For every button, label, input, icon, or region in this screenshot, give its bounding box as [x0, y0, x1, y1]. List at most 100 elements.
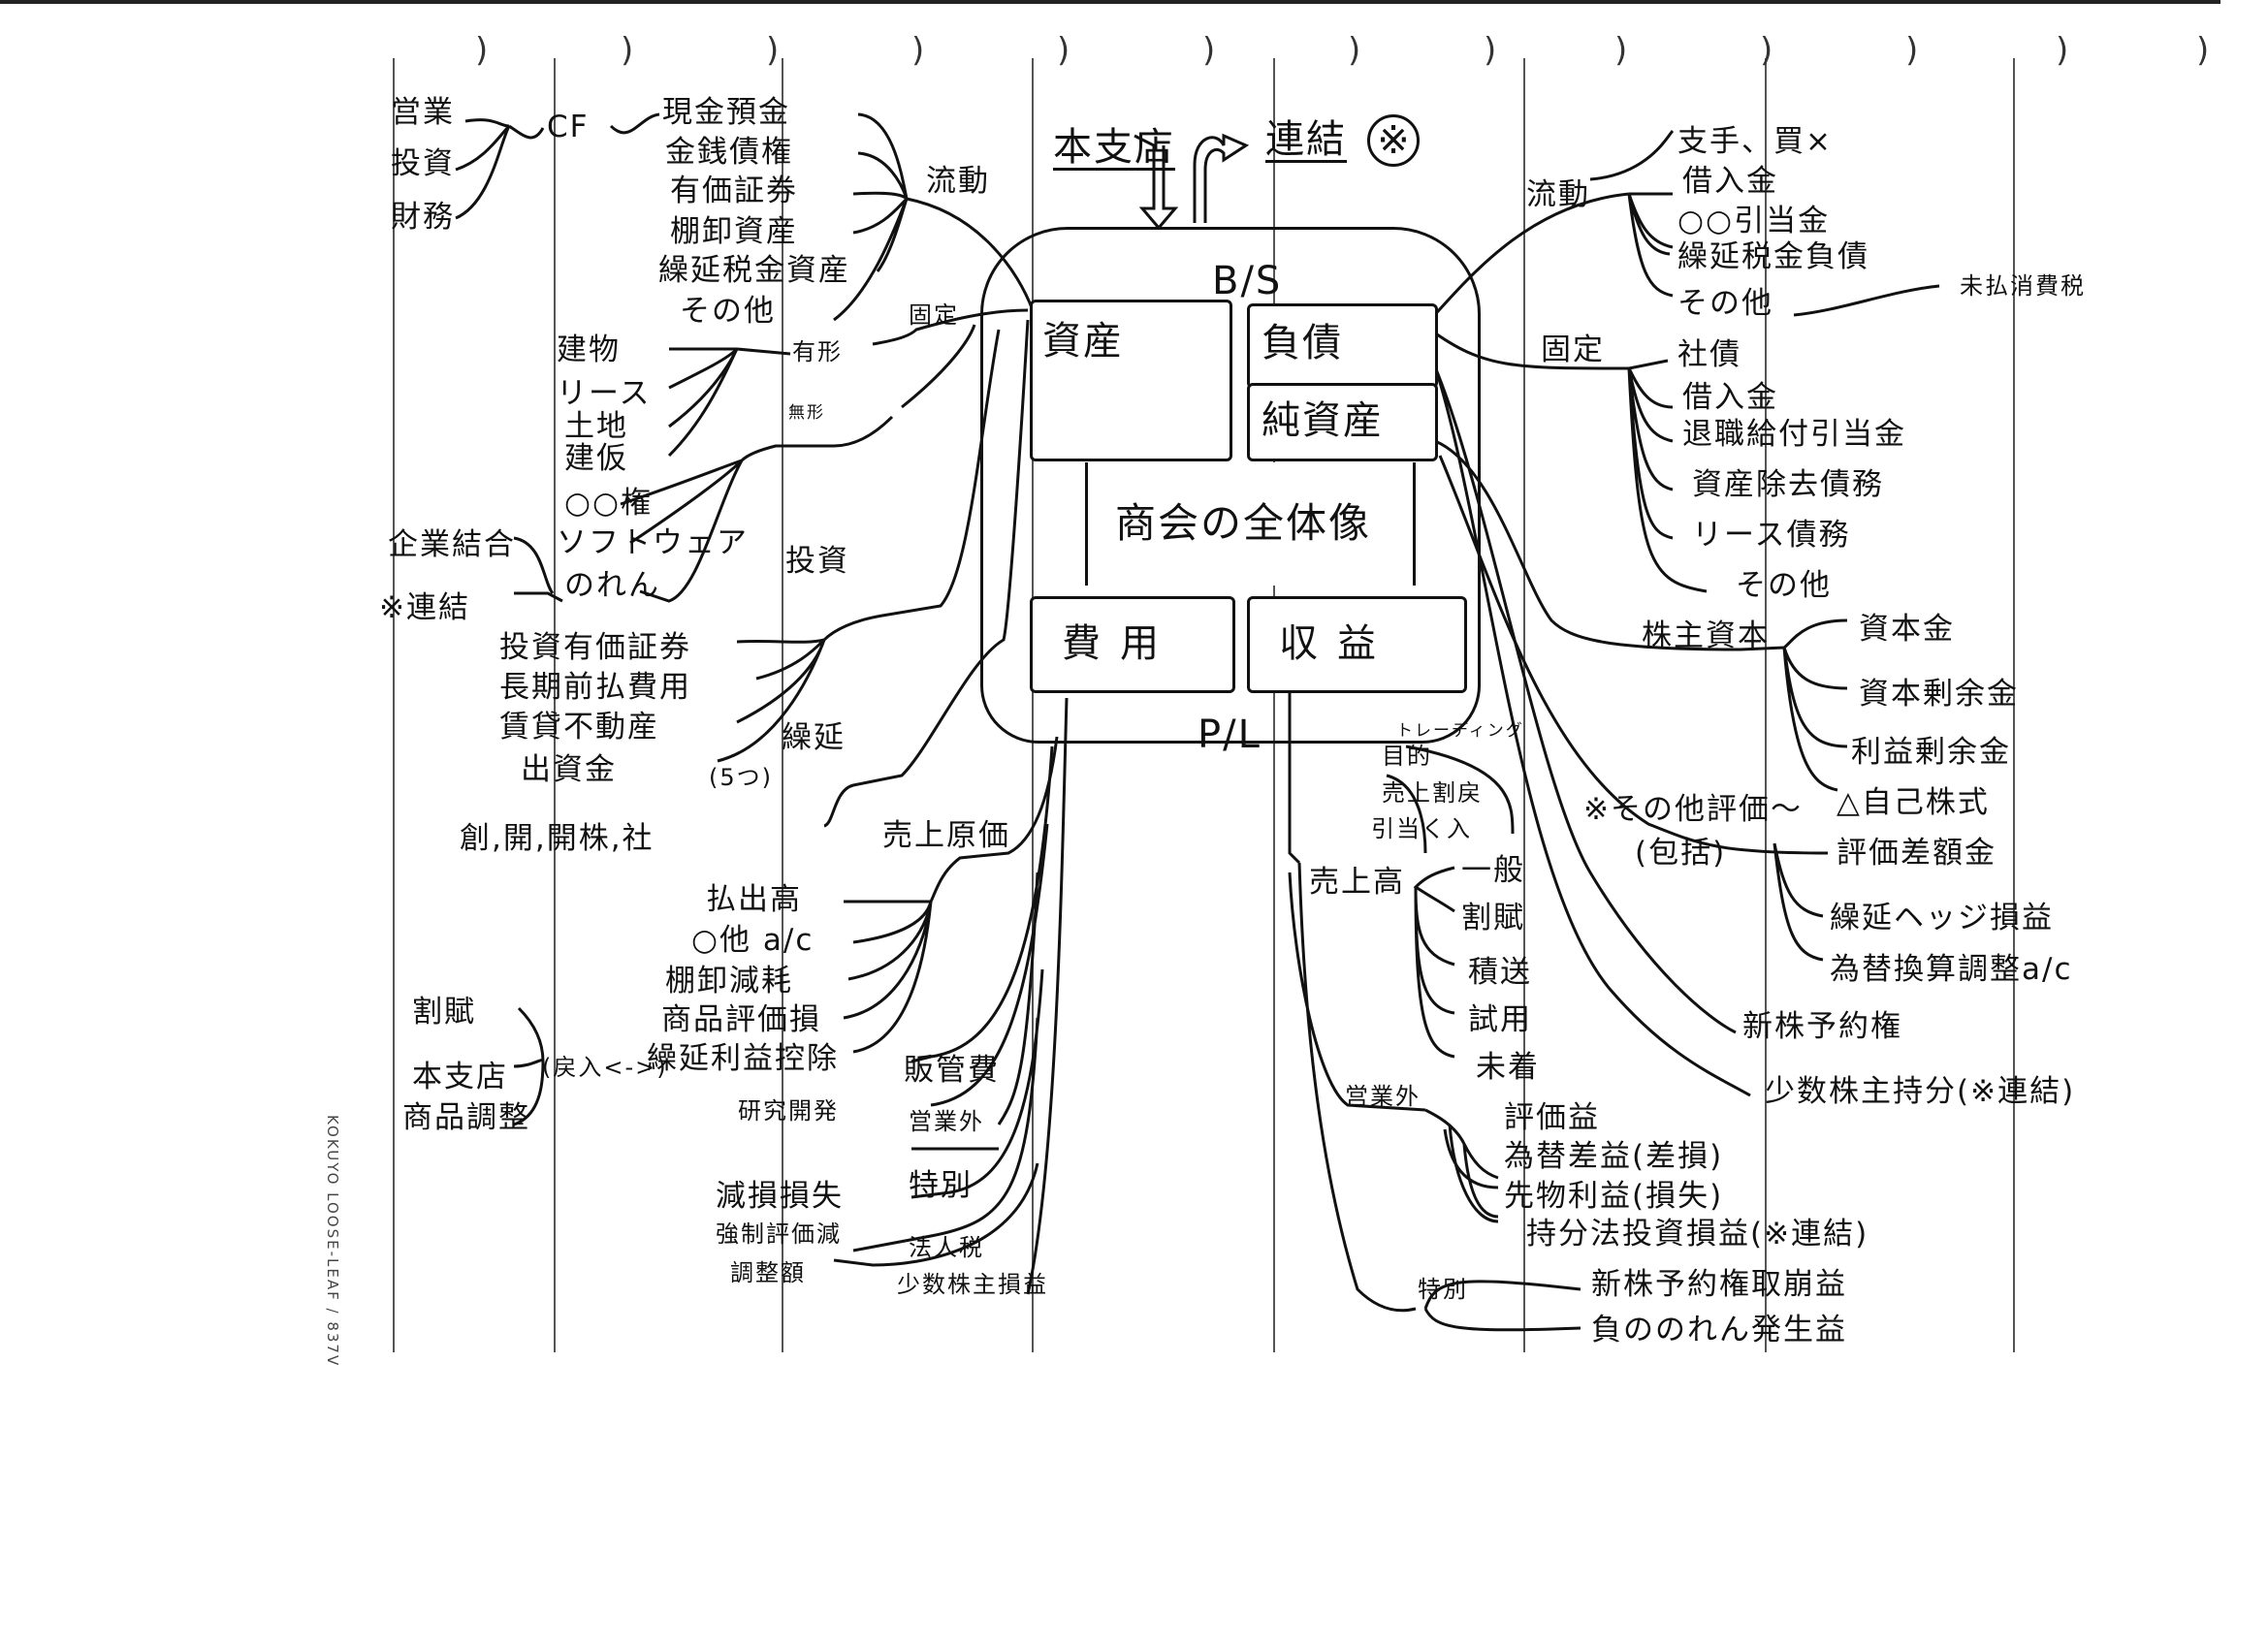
cogs-item: 繰延利益控除	[647, 1041, 839, 1076]
intangible-item: ○○権	[564, 486, 654, 521]
asset-fixed-head: 固定	[909, 301, 959, 329]
provision-label: 引当く入	[1371, 815, 1472, 842]
liab-current-item: 支手、買×	[1677, 124, 1833, 159]
tangible-item: 土地	[564, 409, 628, 444]
reversal-source: 商品調整	[402, 1100, 530, 1135]
liabilities-label: 負債	[1262, 321, 1343, 365]
investment-item: 賃貸不動産	[499, 710, 659, 745]
trading-label: トレーディング	[1396, 721, 1524, 741]
connector	[513, 1006, 545, 1126]
liab-current-item: 借入金	[1682, 164, 1778, 199]
consolidated-label: 連結	[1265, 117, 1347, 162]
investment-item: 投資有価証券	[499, 630, 691, 665]
equity-item: 資本剰余金	[1859, 677, 2019, 712]
equity-head: 株主資本	[1642, 618, 1770, 653]
notebook-rule	[554, 58, 556, 1352]
binder-hole: )	[2056, 31, 2069, 70]
asset-current-item: 棚卸資産	[670, 214, 798, 249]
tangible-item: 建物	[557, 333, 621, 367]
title-box: 商会の全体像	[1085, 462, 1416, 586]
connector	[620, 324, 976, 603]
sales-item: 未着	[1476, 1050, 1540, 1085]
net-assets-box: 純資産	[1247, 383, 1438, 461]
connector	[823, 319, 1030, 828]
connector	[1429, 328, 1708, 593]
asset-current-item: 現金預金	[662, 95, 790, 130]
binder-hole: )	[475, 31, 489, 70]
cf-item: 財務	[391, 200, 455, 235]
connector	[843, 697, 1069, 1295]
asset-current-item: 有価証券	[670, 174, 798, 208]
liab-current-item: その他	[1677, 286, 1773, 321]
sales-head: 売上高	[1309, 865, 1405, 900]
revenue-label: 収益	[1279, 621, 1395, 666]
binder-hole: )	[911, 31, 925, 70]
rebate-label: 売上割戻	[1382, 779, 1483, 807]
page-top-edge	[0, 0, 2220, 4]
notebook-rule	[2013, 58, 2015, 1352]
connector	[833, 112, 909, 322]
revenue-special-head: 特別	[1418, 1276, 1468, 1303]
statement-outline	[980, 227, 1481, 744]
cogs-item: 払出高	[706, 882, 802, 917]
connector	[833, 745, 1054, 1267]
liab-current-item: 繰延税金負債	[1677, 239, 1869, 274]
expense-special-item: 強制評価減	[716, 1220, 842, 1248]
binder-hole: )	[1760, 31, 1773, 70]
stock-options-label: 新株予約権	[1742, 1009, 1902, 1044]
connector	[513, 536, 563, 603]
assets-box: 資産	[1030, 300, 1232, 461]
notebook-rule	[782, 58, 783, 1352]
arrow-up-right-icon	[1193, 133, 1250, 223]
oci-item: 為替換算調整a/c	[1830, 952, 2073, 987]
liab-current-head: 流動	[1526, 177, 1590, 212]
intangible-item: ソフトウェア	[557, 525, 749, 560]
expenses-label: 費用	[1062, 621, 1178, 666]
binder-hole: )	[1614, 31, 1628, 70]
asset-current-head: 流動	[926, 164, 990, 199]
goodwill-note: ※連結	[379, 590, 470, 625]
minority-interest-label: 少数株主持分(※連結)	[1765, 1074, 2076, 1109]
investment-item: 長期前払費用	[499, 670, 691, 705]
liab-fixed-item: 借入金	[1682, 380, 1778, 415]
revenue-non-operating-item: 先物利益(損失)	[1504, 1179, 1724, 1214]
rnd-label: 研究開発	[738, 1097, 839, 1125]
equity-item: △自己株式	[1837, 785, 1990, 820]
revenue-box: 収益	[1247, 596, 1467, 693]
arrow-down-icon	[1134, 134, 1179, 231]
revenue-special-item: 負ののれん発生益	[1591, 1313, 1847, 1347]
revenue-non-operating-head: 営業外	[1345, 1083, 1421, 1110]
liab-fixed-item: リース債務	[1692, 518, 1851, 553]
reversal-source: 割賦	[412, 995, 476, 1030]
liab-fixed-item: その他	[1736, 568, 1832, 603]
notebook-rule	[1523, 58, 1525, 1352]
connector	[717, 329, 1001, 763]
notebook-rule	[1273, 58, 1275, 1352]
connector	[667, 347, 739, 458]
bs-label: B/S	[1212, 259, 1283, 303]
investment-item: 出資金	[521, 752, 617, 787]
binder-hole: )	[621, 31, 634, 70]
asset-current-item: 金銭債権	[665, 135, 793, 170]
expense-special-item: 調整額	[730, 1259, 806, 1286]
goodwill-note: 企業結合	[388, 527, 516, 562]
tax-label: 法人税	[909, 1234, 984, 1261]
sales-item: 試用	[1468, 1002, 1532, 1037]
tangible-head: 有形	[792, 338, 843, 365]
sales-item: 一般	[1461, 853, 1525, 888]
binder-hole: )	[2196, 31, 2210, 70]
purpose-label: 目的	[1382, 743, 1432, 770]
revenue-non-operating-item: 持分法投資損益(※連結)	[1526, 1217, 1869, 1252]
equity-item: 資本金	[1859, 612, 1955, 647]
oci-item: 評価差額金	[1837, 836, 1996, 871]
expense-non-operating-label: 営業外	[909, 1108, 984, 1135]
liab-fixed-head: 固定	[1541, 333, 1605, 367]
cf-head: CF	[547, 110, 590, 144]
connector	[455, 112, 660, 220]
cogs-item: 棚卸減耗	[665, 964, 793, 998]
connector	[1409, 319, 1751, 1097]
cf-item: 営業	[391, 95, 455, 130]
